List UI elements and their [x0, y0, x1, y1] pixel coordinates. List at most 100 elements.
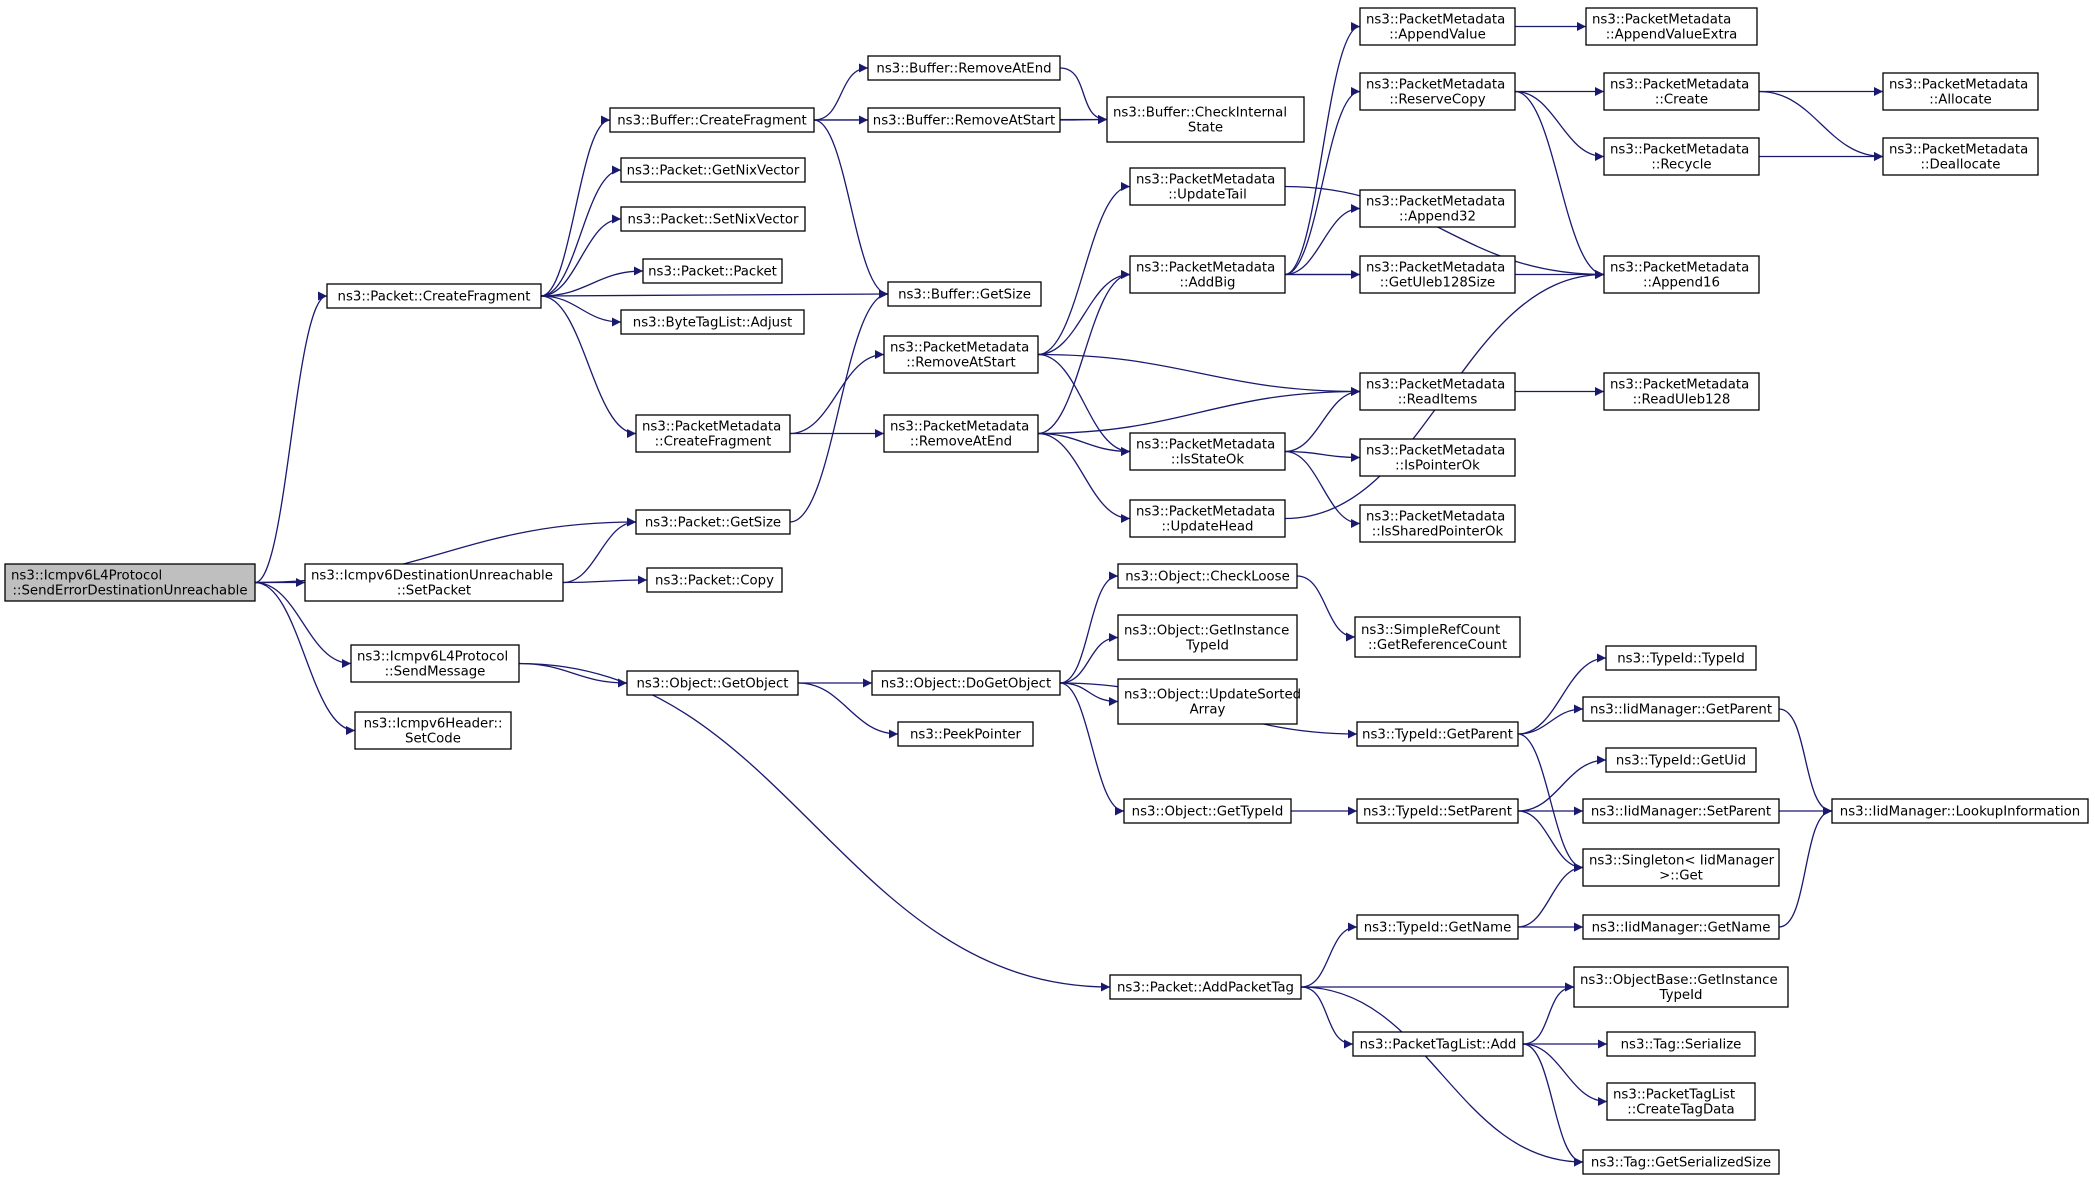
node-pm-removeatend[interactable]: ns3::PacketMetadata::RemoveAtEnd — [883, 414, 1039, 453]
edge-tid-getparent-to-tid-typeid — [1517, 653, 1607, 735]
node-pm-create[interactable]: ns3::PacketMetadata::Create — [1603, 72, 1760, 111]
node-buf-createfrag[interactable]: ns3::Buffer::CreateFragment — [609, 107, 815, 133]
node-box — [883, 414, 1039, 453]
edge-pm-removeatstart-to-pm-updatetail — [1037, 182, 1131, 356]
node-pm-deallocate[interactable]: ns3::PacketMetadata::Deallocate — [1882, 137, 2039, 176]
edge-pm-create-to-pm-deallocate — [1758, 90, 1884, 161]
node-pkt-addtag[interactable]: ns3::Packet::AddPacketTag — [1109, 974, 1302, 1000]
edge-tid-getname-to-singleton-get — [1517, 863, 1584, 928]
edge-pm-addbig-to-pm-reservecopy — [1284, 87, 1361, 276]
node-pkt-getsize[interactable]: ns3::Packet::GetSize — [635, 509, 791, 535]
node-pm-reservecopy[interactable]: ns3::PacketMetadata::ReserveCopy — [1359, 72, 1516, 111]
node-pkt-setnix[interactable]: ns3::Packet::SetNixVector — [620, 206, 806, 232]
node-tid-getparent[interactable]: ns3::TypeId::GetParent — [1356, 721, 1519, 747]
node-pm-issharedpointerok[interactable]: ns3::PacketMetadata::IsSharedPointerOk — [1359, 504, 1516, 543]
node-peekpointer[interactable]: ns3::PeekPointer — [897, 721, 1034, 747]
node-pkt-packet[interactable]: ns3::Packet::Packet — [642, 258, 783, 284]
node-label-line: ::Deallocate — [1921, 158, 2001, 173]
node-iid-getparent[interactable]: ns3::IidManager::GetParent — [1582, 696, 1780, 722]
node-obj-gettypeid[interactable]: ns3::Object::GetTypeId — [1123, 798, 1292, 824]
node-src-getrefcount[interactable]: ns3::SimpleRefCount::GetReferenceCount — [1354, 616, 1521, 658]
node-label-line: ns3::Buffer::CreateFragment — [617, 114, 807, 129]
node-label-line: ns3::PacketTagList — [1613, 1088, 1735, 1103]
node-iid-setparent[interactable]: ns3::IidManager::SetParent — [1582, 798, 1780, 824]
edge-obj-dogetobject-to-obj-gettypeid — [1059, 682, 1125, 816]
node-tid-typeid[interactable]: ns3::TypeId::TypeId — [1605, 645, 1757, 671]
node-box — [1603, 255, 1760, 294]
node-buf-removeatend[interactable]: ns3::Buffer::RemoveAtEnd — [867, 55, 1061, 81]
node-box — [635, 509, 791, 535]
node-buf-removeatstart[interactable]: ns3::Buffer::RemoveAtStart — [867, 107, 1061, 133]
edge-sendmessage-to-pkt-addtag — [518, 662, 1111, 992]
edge-pm-isstateok-to-pm-issharedpointerok — [1284, 450, 1361, 528]
node-pkt-createfrag[interactable]: ns3::Packet::CreateFragment — [326, 283, 542, 309]
node-label-line: ns3::ByteTagList::Adjust — [633, 316, 792, 331]
node-pm-updatehead[interactable]: ns3::PacketMetadata::UpdateHead — [1129, 499, 1286, 538]
edge-buf-removeatend-to-buf-checkinternal — [1059, 67, 1108, 124]
node-pkt-getnix[interactable]: ns3::Packet::GetNixVector — [620, 157, 806, 183]
node-box — [1356, 914, 1519, 940]
node-box — [1606, 1031, 1756, 1057]
node-obj-checkloose[interactable]: ns3::Object::CheckLoose — [1117, 563, 1298, 589]
node-label-line: ns3::IidManager::GetParent — [1590, 703, 1772, 718]
node-box — [1603, 137, 1760, 176]
edge-pm-addbig-to-pm-appendvalue — [1284, 22, 1361, 276]
node-label-line: ns3::Object::GetInstance — [1124, 624, 1289, 639]
edge-obj-getobject-to-peekpointer — [797, 682, 899, 739]
node-ptl-createtagdata[interactable]: ns3::PacketTagList::CreateTagData — [1606, 1082, 1756, 1121]
node-pm-createfrag[interactable]: ns3::PacketMetadata::CreateFragment — [635, 414, 791, 453]
node-tid-getname[interactable]: ns3::TypeId::GetName — [1356, 914, 1519, 940]
node-tag-serialize[interactable]: ns3::Tag::Serialize — [1606, 1031, 1756, 1057]
node-pm-recycle[interactable]: ns3::PacketMetadata::Recycle — [1603, 137, 1760, 176]
node-label-line: ns3::TypeId::SetParent — [1363, 805, 1512, 820]
node-dest-setpacket[interactable]: ns3::Icmpv6DestinationUnreachable::SetPa… — [304, 563, 564, 602]
node-box — [1582, 1149, 1780, 1175]
node-pm-append16[interactable]: ns3::PacketMetadata::Append16 — [1603, 255, 1760, 294]
node-box — [1582, 696, 1780, 722]
node-tid-getuid[interactable]: ns3::TypeId::GetUid — [1605, 747, 1757, 773]
node-label-line: ::GetUleb128Size — [1380, 276, 1495, 291]
node-singleton-get[interactable]: ns3::Singleton< IidManager >::Get — [1582, 848, 1780, 887]
node-pm-appendvalueextra[interactable]: ns3::PacketMetadata::AppendValueExtra — [1585, 7, 1758, 46]
node-pm-appendvalue[interactable]: ns3::PacketMetadata::AppendValue — [1359, 7, 1516, 46]
node-pm-getuleb[interactable]: ns3::PacketMetadata::GetUleb128Size — [1359, 255, 1516, 294]
node-iid-lookup[interactable]: ns3::IidManager::LookupInformation — [1831, 798, 2089, 824]
node-btl-adjust[interactable]: ns3::ByteTagList::Adjust — [620, 309, 805, 335]
node-label-line: ns3::Icmpv6L4Protocol — [357, 650, 508, 665]
node-label-line: ns3::Icmpv6L4Protocol — [11, 569, 162, 584]
node-pm-isstateok[interactable]: ns3::PacketMetadata::IsStateOk — [1129, 432, 1286, 471]
node-label-line: ns3::PacketMetadata — [1610, 78, 1749, 93]
node-root[interactable]: ns3::Icmpv6L4Protocol::SendErrorDestinat… — [4, 563, 256, 602]
node-pm-addbig[interactable]: ns3::PacketMetadata::AddBig — [1129, 255, 1286, 294]
node-pm-ispointerok[interactable]: ns3::PacketMetadata::IsPointerOk — [1359, 438, 1516, 477]
node-obj-getobject[interactable]: ns3::Object::GetObject — [626, 670, 799, 696]
node-pm-updatetail[interactable]: ns3::PacketMetadata::UpdateTail — [1129, 167, 1286, 206]
node-hdr-setcode[interactable]: ns3::Icmpv6Header::SetCode — [354, 711, 512, 750]
edge-pm-removeatstart-to-pm-addbig — [1037, 270, 1131, 356]
node-pm-readuleb[interactable]: ns3::PacketMetadata::ReadUleb128 — [1603, 372, 1760, 411]
node-pm-append32[interactable]: ns3::PacketMetadata::Append32 — [1359, 189, 1516, 228]
node-pkt-copy[interactable]: ns3::Packet::Copy — [646, 567, 783, 593]
node-tid-setparent[interactable]: ns3::TypeId::SetParent — [1356, 798, 1519, 824]
node-label-line: ns3::Buffer::GetSize — [898, 288, 1031, 303]
node-iid-getname[interactable]: ns3::IidManager::GetName — [1582, 914, 1780, 940]
node-label-line: SetCode — [405, 732, 461, 747]
node-ptl-add[interactable]: ns3::PacketTagList::Add — [1352, 1031, 1524, 1057]
node-box — [1831, 798, 2089, 824]
node-box — [1359, 255, 1516, 294]
node-pm-removeatstart[interactable]: ns3::PacketMetadata::RemoveAtStart — [883, 335, 1039, 374]
node-obj-dogetobject[interactable]: ns3::Object::DoGetObject — [871, 670, 1061, 696]
edge-root-to-pkt-createfrag — [254, 291, 328, 584]
node-sendmessage[interactable]: ns3::Icmpv6L4Protocol::SendMessage — [350, 644, 520, 683]
node-pm-allocate[interactable]: ns3::PacketMetadata::Allocate — [1882, 72, 2039, 111]
node-pm-readitems[interactable]: ns3::PacketMetadata::ReadItems — [1359, 372, 1516, 411]
node-buf-getsize[interactable]: ns3::Buffer::GetSize — [887, 281, 1042, 307]
node-tag-getserializedsize[interactable]: ns3::Tag::GetSerializedSize — [1582, 1149, 1780, 1175]
node-box — [646, 567, 783, 593]
node-box — [620, 309, 805, 335]
edge-pm-removeatend-to-pm-updatehead — [1037, 432, 1131, 523]
